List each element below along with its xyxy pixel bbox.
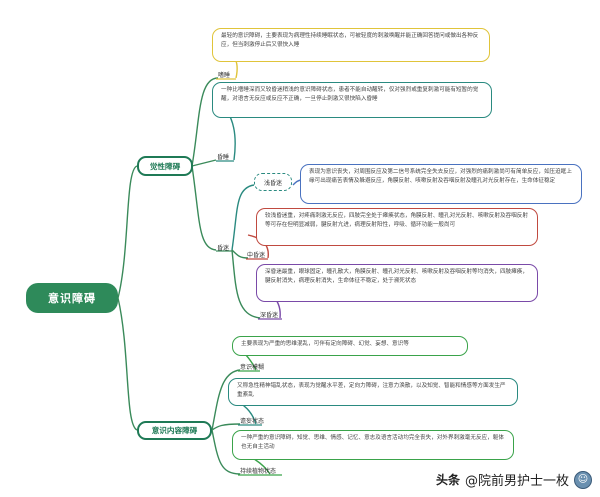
tag-light-coma: 浅昏迷 <box>254 173 292 191</box>
label-vegetative: 持续植物状态 <box>240 468 277 475</box>
label-confusion: 意识模糊 <box>240 364 265 371</box>
root-node: 意识障碍 <box>26 283 118 313</box>
node-stupor-desc: 一种比嗜睡深而又较昏迷稍浅的意识障碍状态，患者不能自动醒转，仅对强烈或重复刺激可… <box>212 82 492 118</box>
label-somnolence: 嗜睡 <box>218 72 231 79</box>
label-mid-coma: 中昏迷 <box>247 252 266 259</box>
label-stupor: 昏睡 <box>217 154 230 161</box>
node-vegetative-desc: 一种严重的意识障碍，知觉、思维、情感、记忆、意志及语言活动均完全丧失，对外界刺激… <box>232 430 514 460</box>
node-somnolence-desc: 最轻的意识障碍，主要表现为病理性持续睡眠状态，可被轻度的刺激唤醒并能正确回答提问… <box>212 28 490 62</box>
node-deep-coma-desc: 深昏迷最重，眼球固定，瞳孔散大，角膜反射、瞳孔对光反射、咳嗽反射及吞咽反射等均消… <box>256 264 538 302</box>
watermark-prefix: 头条 <box>435 473 460 487</box>
node-mid-coma-desc: 较浅昏迷重，对疼痛刺激无反应，四肢完全处于瘫痪状态，角膜反射、瞳孔对光反射、咳嗽… <box>256 208 538 246</box>
branch-awareness-disorder: 觉性障碍 <box>137 156 193 176</box>
node-confusion-desc: 主要表现为严重的思维混乱，可伴有定向障碍、幻觉、妄想、意识等 <box>232 336 468 356</box>
watermark-text: @院前男护士一枚 <box>464 474 569 489</box>
branch-content-disorder: 意识内容障碍 <box>137 421 212 440</box>
label-deep-coma: 深昏迷 <box>260 312 279 319</box>
avatar-icon: ☺ <box>574 470 592 489</box>
node-delirium-desc: 又称急性精神错乱状态，表现为觉醒水平差，定向力障碍，注意力涣散，以及知觉、智能和… <box>228 378 518 406</box>
label-delirium: 谵妄状态 <box>240 418 265 425</box>
node-light-coma-desc: 表现为意识丧失，对周围反应及第二信号系统完全失去反应，对强烈的痛刺激尚可有简单反… <box>300 164 582 204</box>
watermark: 头条 @院前男护士一枚 ☺ <box>436 470 592 489</box>
label-coma: 昏迷 <box>217 245 230 252</box>
